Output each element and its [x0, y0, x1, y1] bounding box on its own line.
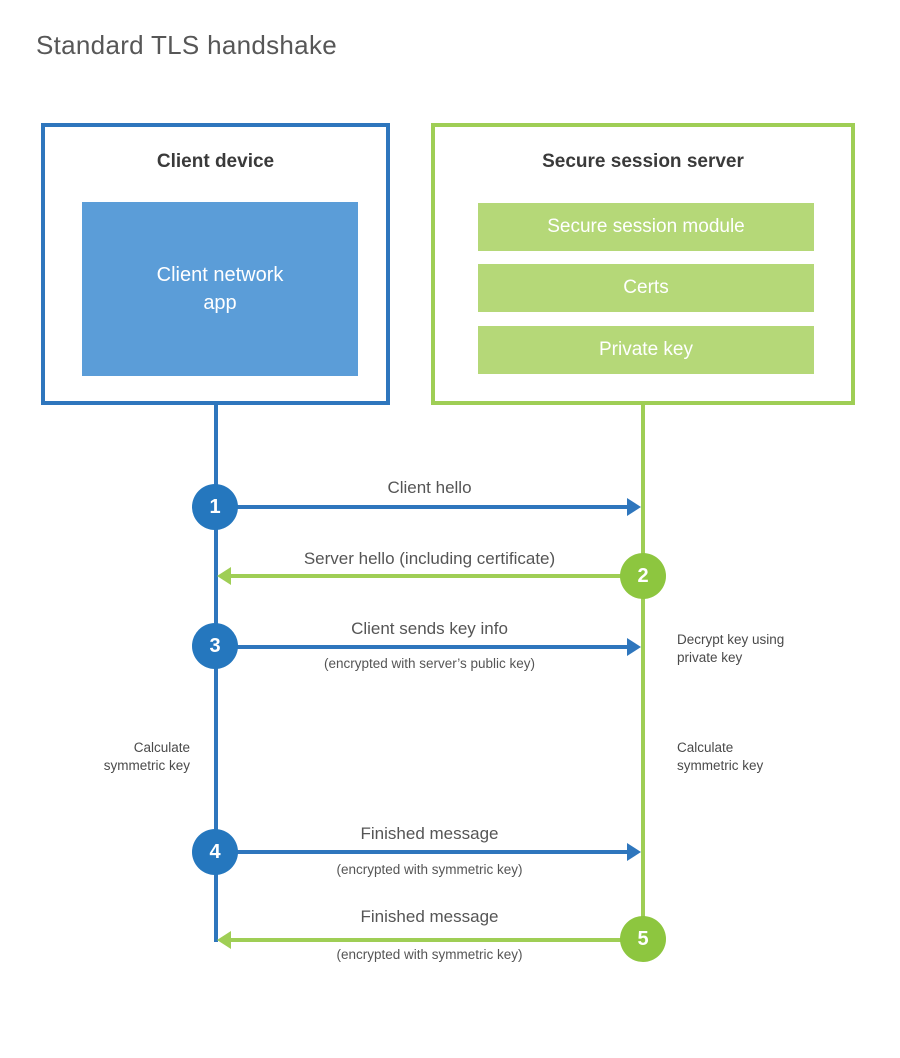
message-line-1	[216, 505, 628, 509]
message-line-2	[231, 574, 643, 578]
step-1-badge: 1	[192, 484, 238, 530]
client-lifeline	[214, 405, 218, 942]
step-1-number: 1	[209, 495, 221, 518]
arrow-left-icon	[217, 931, 231, 949]
step-3-badge: 3	[192, 623, 238, 669]
server-module-private-key: Private key	[478, 326, 814, 374]
client-network-app-node: Client network app	[82, 202, 358, 376]
server-module-certs: Certs	[478, 264, 814, 312]
message-line-5	[231, 938, 643, 942]
arrow-right-icon	[627, 638, 641, 656]
step-3-number: 3	[209, 634, 221, 657]
step-2-badge: 2	[620, 553, 666, 599]
step-5-number: 5	[637, 927, 649, 950]
message-line-4	[216, 850, 628, 854]
client-device-title: Client device	[156, 151, 275, 172]
message-line-3	[216, 645, 628, 649]
arrow-right-icon	[627, 843, 641, 861]
message-label-client-hello: Client hello	[387, 478, 472, 497]
server-module-secure-session-module: Secure session module	[478, 203, 814, 251]
server-lifeline	[641, 405, 645, 942]
note-calculate-symmetric-key-server: Calculate symmetric key	[677, 740, 764, 773]
message-label-server-hello: Server hello (including certificate)	[303, 549, 556, 568]
message-label-client-key-info: Client sends key info	[351, 619, 508, 638]
client-device-box: Client device Client network app	[41, 123, 390, 405]
message-label-finished-client: Finished message	[360, 824, 499, 843]
diagram-title: Standard TLS handshake	[36, 30, 338, 60]
message-sublabel-client-key-info: (encrypted with server’s public key)	[323, 656, 536, 671]
step-5-badge: 5	[620, 916, 666, 962]
step-2-number: 2	[637, 564, 649, 587]
message-label-finished-server: Finished message	[360, 907, 499, 926]
note-calculate-symmetric-key-client: Calculate symmetric key	[103, 740, 190, 773]
secure-session-server-box: Secure session server Secure session mod…	[431, 123, 855, 405]
message-sublabel-finished-client: (encrypted with symmetric key)	[336, 862, 523, 877]
step-4-badge: 4	[192, 829, 238, 875]
arrow-right-icon	[627, 498, 641, 516]
client-network-app-label: Client network app	[156, 264, 284, 314]
arrow-left-icon	[217, 567, 231, 585]
note-decrypt-key: Decrypt key using private key	[677, 632, 785, 665]
secure-session-server-title: Secure session server	[542, 151, 744, 172]
message-sublabel-finished-server: (encrypted with symmetric key)	[336, 947, 523, 962]
step-4-number: 4	[209, 840, 221, 863]
